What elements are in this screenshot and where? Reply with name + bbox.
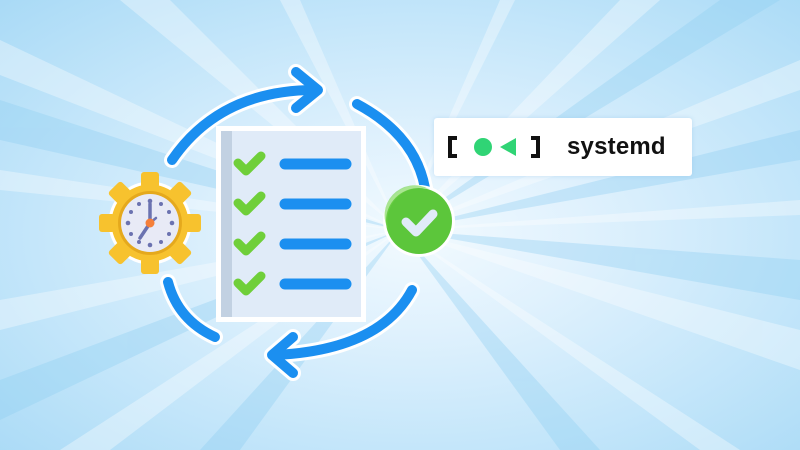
checklist-icon — [216, 126, 366, 322]
brand-name: systemd — [567, 133, 666, 160]
triangle-icon — [500, 138, 516, 156]
gear-clock-icon — [99, 172, 201, 274]
bracket-right-icon — [531, 136, 540, 158]
dot-icon — [474, 138, 492, 156]
success-check-icon — [383, 185, 455, 257]
systemd-logo-icon — [448, 136, 540, 158]
systemd-brand-badge: systemd — [434, 118, 692, 176]
cycle-arrows-icon — [160, 64, 433, 381]
bracket-left-icon — [448, 136, 457, 158]
